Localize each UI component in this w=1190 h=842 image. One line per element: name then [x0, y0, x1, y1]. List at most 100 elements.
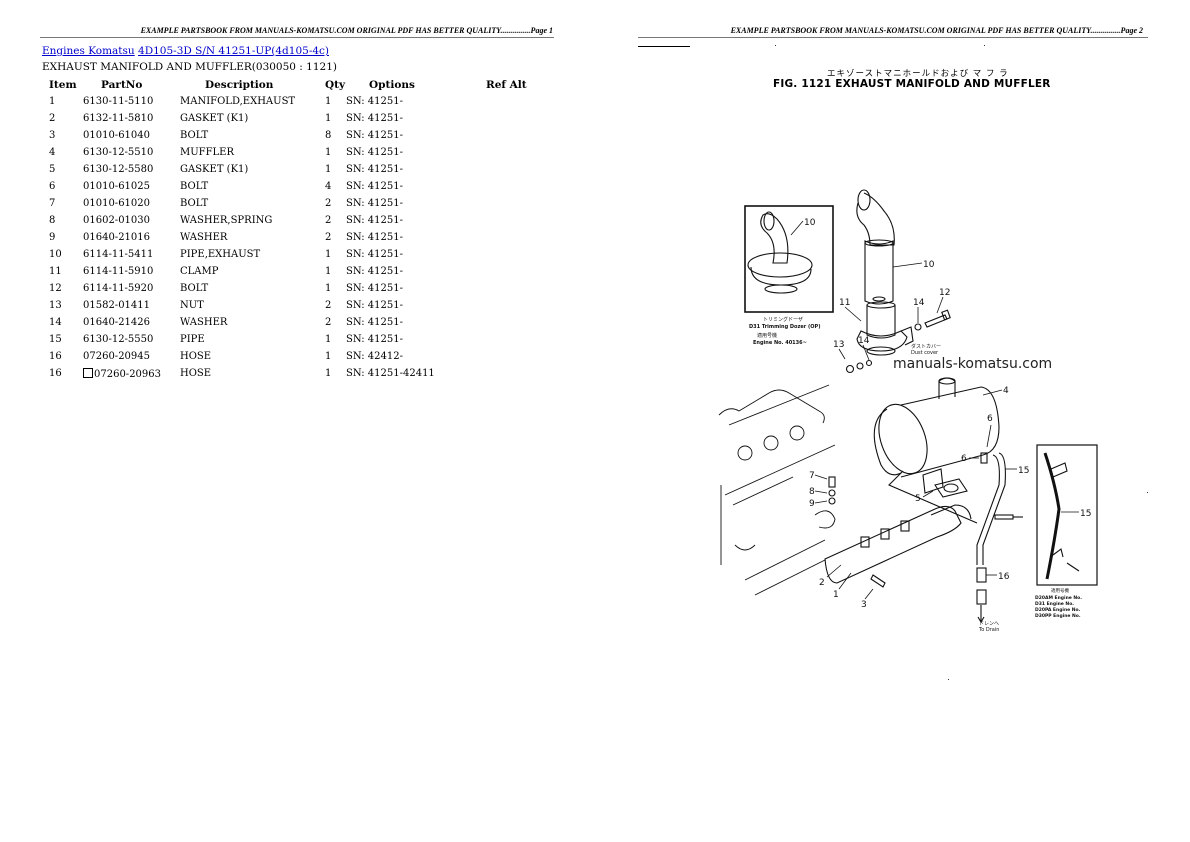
cell-options: SN: 41251- [346, 263, 461, 280]
cell-ref-alt [461, 93, 546, 110]
cell-qty: 4 [325, 178, 346, 195]
cell-qty: 1 [325, 161, 346, 178]
page-1: EXAMPLE PARTSBOOK FROM MANUALS-KOMATSU.C… [40, 26, 554, 382]
cell-ref-alt [461, 314, 546, 331]
page-header: EXAMPLE PARTSBOOK FROM MANUALS-KOMATSU.C… [730, 26, 1143, 35]
cell-description-text: BOLT [180, 198, 209, 209]
cell-options-text: SN: 42412- [346, 351, 403, 362]
cell-qty: 1 [325, 348, 346, 365]
cell-description: CLAMP [180, 263, 325, 280]
cell-description: GASKET (K1) [180, 161, 325, 178]
svg-text:7: 7 [809, 471, 815, 481]
column-header-description: Description [205, 78, 274, 91]
cell-ref-alt [461, 229, 546, 246]
cell-partno-text: 01582-01411 [83, 300, 151, 311]
cell-options: SN: 41251- [346, 178, 461, 195]
part-nut-13: 13 14 [833, 336, 873, 374]
cell-qty: 1 [325, 331, 346, 348]
svg-text:ダストカバー: ダストカバー [911, 343, 941, 350]
svg-text:14: 14 [913, 298, 925, 308]
exploded-parts-diagram: 10 トリミングドーザ D31 Trimming Dozer (OP) 適用号機… [718, 189, 1098, 633]
breadcrumb-link-engines-komatsu[interactable]: Engines Komatsu [42, 45, 135, 57]
svg-text:10: 10 [804, 218, 816, 228]
cell-ref-alt [461, 195, 546, 212]
cell-partno: 6114-11-5411 [83, 246, 180, 263]
svg-text:Engine No. 40136~: Engine No. 40136~ [753, 340, 807, 346]
cell-description: BOLT [180, 127, 325, 144]
cell-partno-text: 6130-11-5110 [83, 96, 154, 107]
cell-partno: 01010-61040 [83, 127, 180, 144]
page-header: EXAMPLE PARTSBOOK FROM MANUALS-KOMATSU.C… [140, 26, 553, 35]
svg-text:D20AM Engine No.: D20AM Engine No. [1035, 595, 1082, 601]
svg-text:D30PP Engine No.: D30PP Engine No. [1035, 613, 1081, 619]
cell-partno: 6114-11-5910 [83, 263, 180, 280]
svg-text:12: 12 [939, 288, 950, 298]
svg-text:適用号機: 適用号機 [1051, 587, 1069, 594]
cell-item: 14 [44, 314, 83, 331]
cell-qty: 1 [325, 365, 346, 382]
cell-options-text: SN: 41251- [346, 317, 403, 328]
cell-partno: 6132-11-5810 [83, 110, 180, 127]
cell-qty: 1 [325, 280, 346, 297]
cell-ref-alt [461, 212, 546, 229]
cell-qty: 2 [325, 297, 346, 314]
cell-qty-text: 1 [325, 113, 332, 124]
cell-partno-text: 01640-21016 [83, 232, 151, 243]
cell-options: SN: 41251- [346, 161, 461, 178]
cell-qty-text: 1 [325, 266, 332, 277]
part-clamp: 11 ダストカバー Dust cover [839, 298, 941, 356]
cell-ref-alt [461, 246, 546, 263]
cell-item-text: 14 [49, 317, 62, 328]
cell-options: SN: 41251- [346, 297, 461, 314]
svg-text:D20PA Engine No.: D20PA Engine No. [1035, 607, 1081, 613]
svg-text:4: 4 [1003, 386, 1009, 396]
svg-text:適用号機: 適用号機 [757, 332, 777, 339]
part-gasket-5: 5 [915, 478, 968, 504]
cell-description: PIPE,EXHAUST [180, 246, 325, 263]
cell-qty: 2 [325, 195, 346, 212]
figure-title-japanese: エキゾーストマニホールドおよび マ フ ラ [827, 69, 1009, 79]
cell-description-text: NUT [180, 300, 204, 311]
cell-options: SN: 42412- [346, 348, 461, 365]
svg-text:10: 10 [923, 260, 935, 270]
svg-text:1: 1 [833, 590, 839, 600]
column-header-qty: Qty [325, 78, 346, 91]
cell-item-text: 1 [49, 96, 56, 107]
table-header-row: Item PartNo Description Qty Options Ref … [44, 76, 546, 93]
cell-qty-text: 1 [325, 283, 332, 294]
cell-item: 10 [44, 246, 83, 263]
breadcrumb-link-model[interactable]: 4D105-3D S/N 41251-UP(4d105-4c) [138, 45, 330, 57]
svg-text:14: 14 [858, 336, 870, 346]
cell-description-text: GASKET (K1) [180, 164, 249, 175]
cell-partno-text: 6130-12-5510 [83, 147, 154, 158]
cell-description-text: BOLT [180, 181, 209, 192]
cell-options-text: SN: 41251- [346, 215, 403, 226]
cell-description: MUFFLER [180, 144, 325, 161]
svg-text:16: 16 [998, 572, 1010, 582]
cell-partno-text: 01010-61040 [83, 130, 151, 141]
svg-text:ドレンへ: ドレンへ [979, 621, 999, 627]
cell-partno: 01010-61020 [83, 195, 180, 212]
cell-description-text: MANIFOLD,EXHAUST [180, 96, 296, 107]
cell-qty: 1 [325, 110, 346, 127]
svg-text:9: 9 [809, 499, 815, 509]
column-header-ref-alt: Ref Alt [486, 78, 527, 91]
cell-partno: 07260-20945 [83, 348, 180, 365]
cell-description: PIPE [180, 331, 325, 348]
cell-ref-alt [461, 365, 546, 382]
cell-item-text: 7 [49, 198, 56, 209]
cell-description: HOSE [180, 348, 325, 365]
cell-item-text: 15 [49, 334, 62, 345]
cell-partno-text: 6130-12-5580 [83, 164, 154, 175]
cell-ref-alt [461, 297, 546, 314]
cell-partno: 6130-11-5110 [83, 93, 180, 110]
svg-text:11: 11 [839, 298, 850, 308]
cell-item: 12 [44, 280, 83, 297]
cell-options: SN: 41251- [346, 212, 461, 229]
